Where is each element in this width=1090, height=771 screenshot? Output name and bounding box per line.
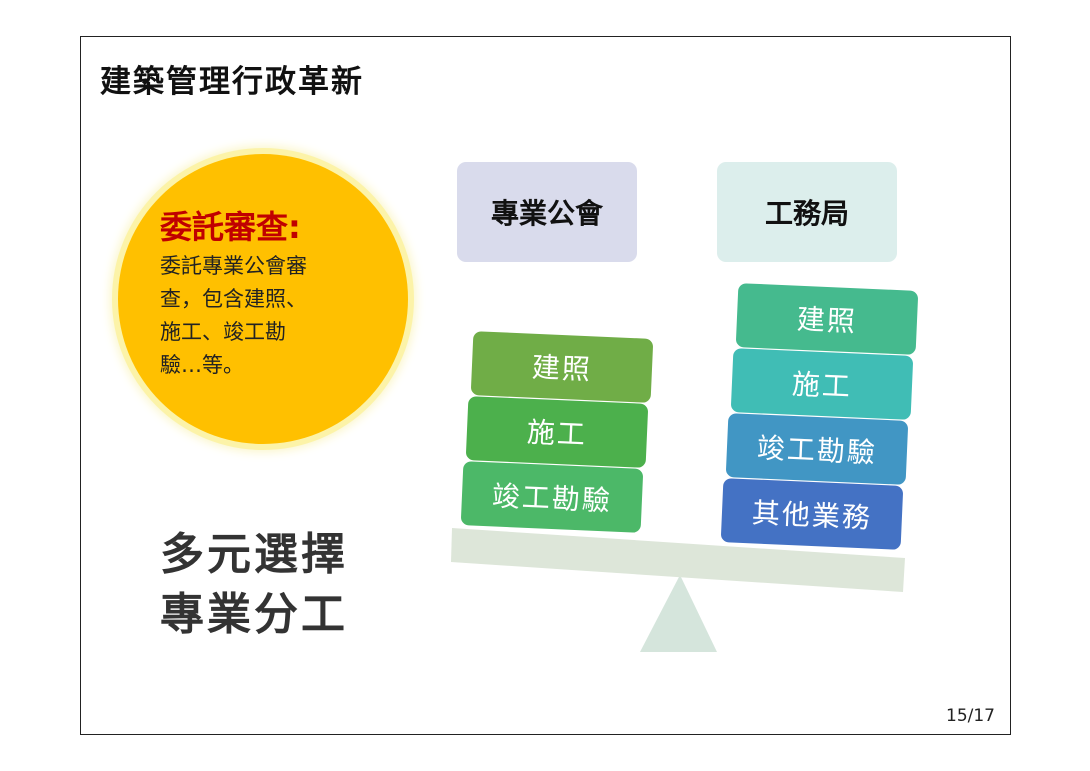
slide-frame: [80, 36, 1011, 735]
callout-line: 查，包含建照、: [160, 287, 307, 311]
callout-heading: 委託審查:: [160, 208, 301, 246]
right-block: 施工: [730, 348, 914, 420]
callout-line: 施工、竣工勘: [160, 320, 286, 344]
callout-line: 委託專業公會審: [160, 254, 307, 278]
left-block: 竣工勘驗: [460, 461, 644, 533]
header-public-works-bureau: 工務局: [717, 162, 897, 262]
summary-text: 多元選擇 專業分工: [160, 525, 348, 645]
header-professional-association: 專業公會: [457, 162, 637, 262]
right-block: 建照: [735, 283, 919, 355]
scale-beam: [451, 528, 905, 592]
right-block: 其他業務: [720, 478, 904, 550]
callout-line: 驗…等。: [160, 353, 244, 377]
slide-title: 建築管理行政革新: [100, 64, 364, 100]
page-number: 15/17: [946, 706, 995, 726]
callout-body: 委託專業公會審 查，包含建照、 施工、竣工勘 驗…等。: [160, 250, 370, 382]
left-block: 建照: [470, 331, 654, 403]
right-block: 竣工勘驗: [725, 413, 909, 485]
callout-circle: [118, 154, 408, 444]
scale-fulcrum: [640, 575, 717, 652]
summary-line: 專業分工: [160, 589, 348, 640]
summary-line: 多元選擇: [160, 529, 348, 580]
left-block: 施工: [465, 396, 649, 468]
